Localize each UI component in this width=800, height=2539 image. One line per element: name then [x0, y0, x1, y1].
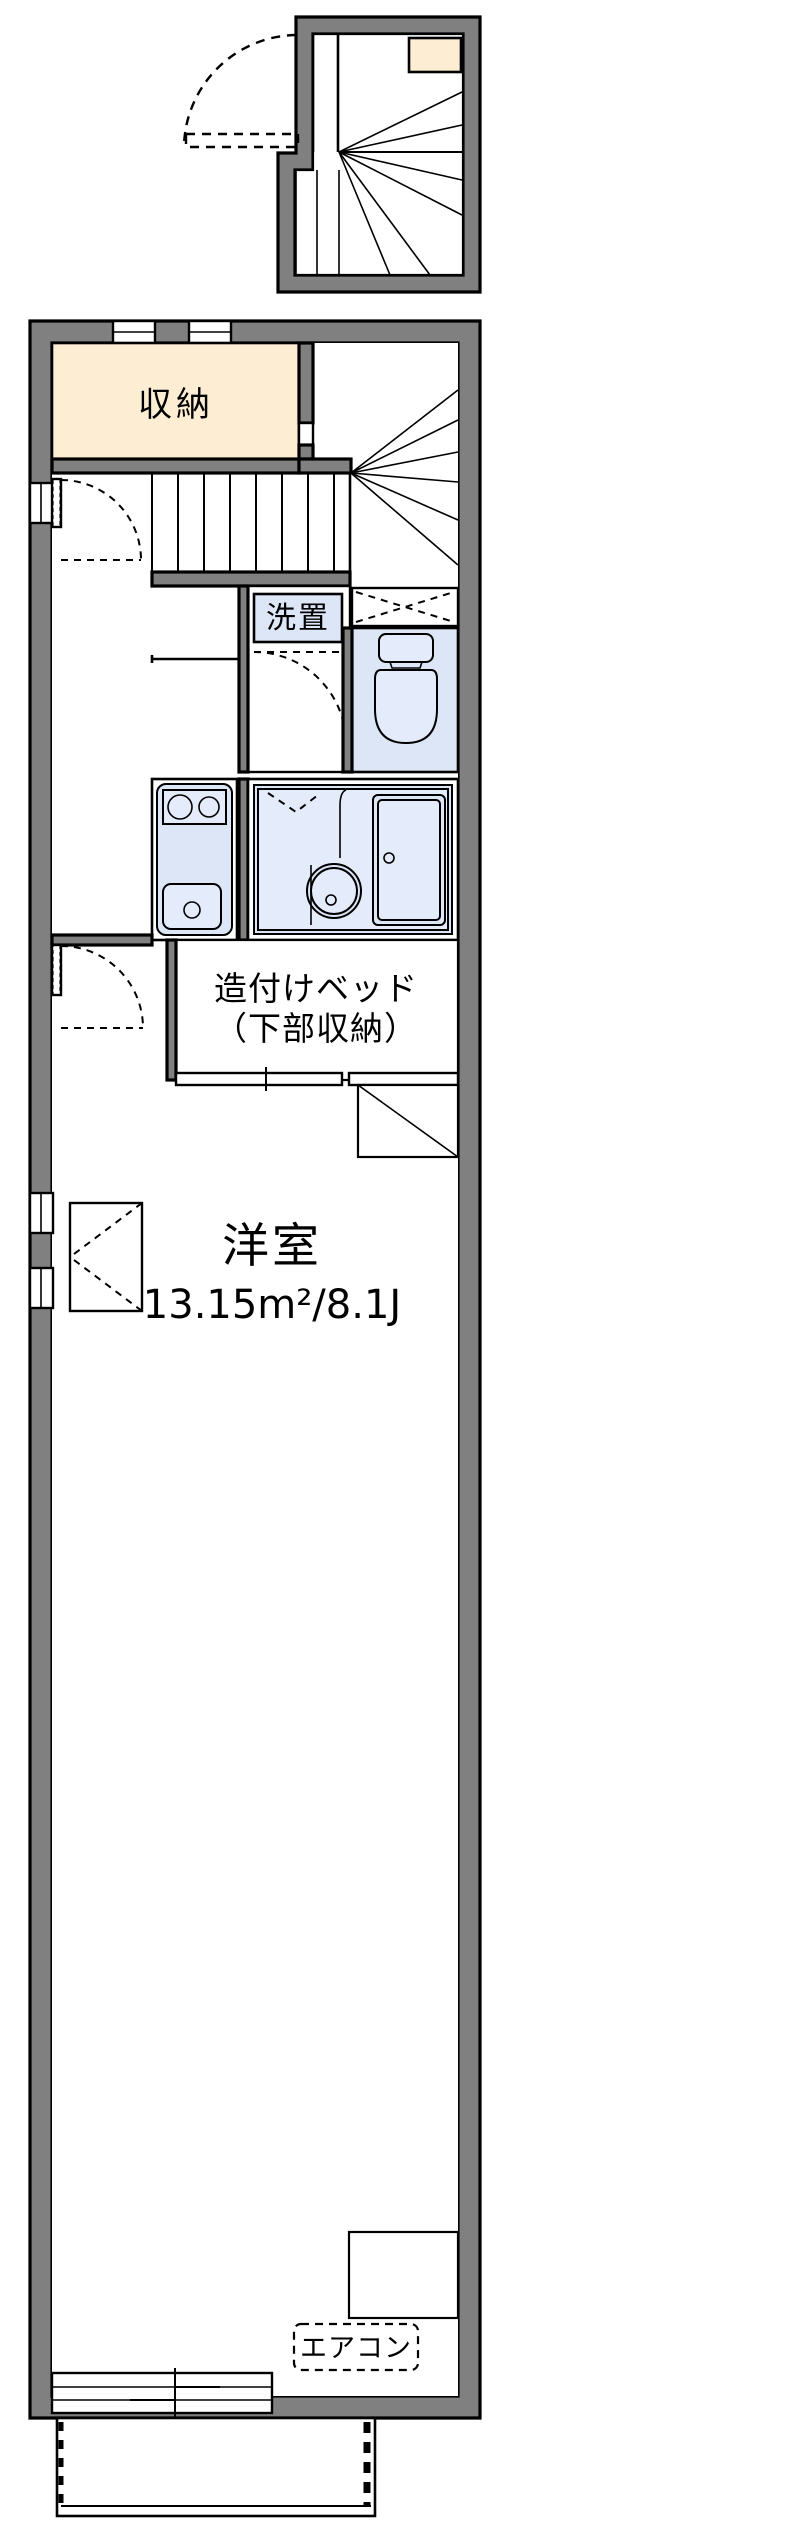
door-hinge-upper-left — [52, 478, 61, 528]
door-swing-lower-left — [60, 945, 144, 1029]
stair-tread-u1 — [338, 91, 463, 153]
shower-hose — [339, 789, 347, 858]
entry-door-lower-left — [50, 933, 154, 1029]
washer-left-wall — [237, 584, 250, 774]
left-windows — [28, 481, 55, 1310]
kitchen-sink-drain — [183, 901, 201, 919]
lower-left-wall — [50, 933, 154, 947]
entry-door-leaf — [184, 132, 300, 149]
bed-left-wall — [165, 938, 178, 1082]
door-swing-upper-left — [60, 479, 142, 561]
main-stair-tread-w5 — [350, 472, 459, 521]
entry-door-upper-left — [50, 477, 142, 561]
stove-burner-left — [167, 794, 193, 820]
stair-tread-u6 — [338, 151, 431, 276]
kitchen-area — [150, 777, 250, 942]
lower-right-cabinet — [347, 2230, 460, 2320]
entry-door-swing-arc — [182, 33, 297, 146]
built-in-bed-label-line2: （下部収納） — [214, 1009, 418, 1048]
lower-right-cabinet-outline — [347, 2230, 460, 2320]
toilet-connector — [389, 661, 423, 669]
entry-stair-inset — [182, 15, 482, 294]
cabinet-right-diagonal — [357, 1084, 459, 1158]
main-floor-plan: 収納 — [28, 319, 482, 2518]
stove-top — [162, 789, 227, 825]
bed-front-rail-right — [347, 1071, 460, 1087]
room-name-label: 洋室 — [222, 1219, 322, 1274]
main-stair-tread-w3 — [350, 451, 459, 474]
western-room: 洋室 13.15m²/8.1J — [68, 1201, 401, 1328]
stair-shaft-wall-2 — [297, 443, 315, 461]
room-area-label: 13.15m²/8.1J — [143, 1282, 401, 1328]
stair-tread-u4 — [338, 151, 463, 181]
toilet-tank — [378, 633, 434, 663]
washer-door-swing — [253, 651, 347, 745]
stair-tread-u5 — [338, 151, 463, 216]
toilet-bowl — [374, 669, 438, 745]
stair-tread-u2 — [338, 124, 463, 153]
air-conditioner-box — [292, 2322, 420, 2372]
air-conditioner: エアコン — [292, 2322, 420, 2372]
stair-tread-u7 — [338, 151, 391, 276]
balcony-slab — [55, 2416, 377, 2518]
built-in-bed-label-line1: 造付けベッド — [214, 969, 418, 1008]
toilet-room — [341, 586, 460, 774]
washer-label: 洗置 — [266, 601, 330, 636]
upper-cabinet-right — [356, 1083, 460, 1159]
main-stair-tread-w2 — [350, 419, 459, 474]
main-stair-tread-w1 — [350, 389, 459, 474]
stair-shaft-opening — [297, 421, 315, 447]
bed-front-rail — [174, 1071, 344, 1087]
air-conditioner-label: エアコン — [300, 2333, 412, 2364]
bathroom-area — [246, 777, 460, 942]
toilet-door-x1 — [355, 591, 455, 623]
built-in-bed-outline — [174, 938, 460, 1082]
closet-front-wall — [50, 457, 301, 475]
main-stair-tread-w6 — [350, 472, 459, 566]
washer-space-room: 洗置 — [237, 584, 352, 774]
toilet-sliding-door — [350, 586, 460, 628]
door-hinge-lower-left — [52, 944, 61, 996]
kitchen-right-wall — [237, 777, 250, 942]
kitchen-sink-basin — [162, 883, 222, 930]
wash-basin-drain — [325, 894, 337, 906]
toilet-left-wall — [341, 626, 354, 774]
room-furniture-left — [68, 1201, 144, 1313]
washer-machine-pan — [252, 592, 344, 644]
bathtub — [377, 799, 441, 921]
main-stair-tread-w4 — [350, 472, 459, 483]
furniture-diag-1 — [69, 1202, 143, 1258]
stove-burner-right — [198, 796, 220, 818]
closet-room: 収納 — [50, 341, 307, 475]
closet-label: 収納 — [138, 385, 214, 425]
furniture-diag-2 — [69, 1256, 143, 1312]
balcony — [55, 2416, 377, 2518]
inset-small-storage — [407, 36, 463, 74]
bathroom-vent-mark — [267, 792, 319, 814]
closet-area — [50, 341, 301, 465]
bathtub-drain — [383, 852, 395, 864]
balcony-window — [50, 2368, 274, 2418]
toilet-door-x2 — [355, 591, 455, 623]
wash-basin — [310, 867, 358, 915]
sliding-door-panel-left — [50, 2371, 274, 2415]
main-staircase — [150, 389, 459, 588]
built-in-bed-area: 造付けベッド （下部収納） — [165, 938, 460, 1091]
stair-shaft-wall — [297, 341, 315, 425]
stair-bottom-wall — [150, 570, 352, 588]
stair-landing-wall — [297, 457, 353, 475]
